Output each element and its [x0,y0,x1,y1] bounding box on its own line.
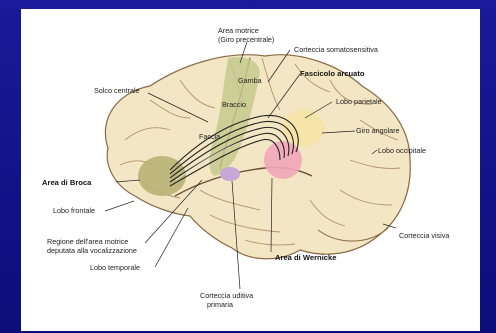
brain-outline [105,55,410,259]
angular-gyrus-area [283,110,325,146]
label-braccio: Braccio [222,100,246,109]
label-lobo-occipitale: Lobo occipitale [378,146,426,155]
label-lobo-parietale: Lobo parietale [336,97,382,106]
label-deputata-vocalizzazione: deputata alla vocalizzazione [47,246,137,255]
label-lobo-frontale: Lobo frontale [53,206,95,215]
label-corteccia-uditiva: Corteccia uditiva [200,291,253,300]
auditory-cortex-area [220,167,240,181]
label-fascicolo-arcuato: Fascicolo arcuato [300,69,365,78]
label-giro-angolare: Giro angolare [356,126,400,135]
label-regione-area-motrice: Regione dell'area motrice [47,237,128,246]
label-corteccia-somatosensitiva: Corteccia somatosensitiva [294,45,378,54]
label-corteccia-visiva: Corteccia visiva [399,231,449,240]
label-area-di-broca: Area di Broca [42,178,92,187]
label-solco-centrale: Solco centrale [94,86,140,95]
label-primaria: primaria [207,300,233,309]
label-giro-precentrale: (Giro precentrale) [218,35,274,44]
label-area-di-wernicke: Area di Wernicke [275,253,336,262]
label-lobo-temporale: Lobo temporale [90,263,140,272]
label-gamba: Gamba [238,76,262,85]
label-area-motrice: Area motrice [218,26,259,35]
label-faccia: Faccia [199,132,220,141]
